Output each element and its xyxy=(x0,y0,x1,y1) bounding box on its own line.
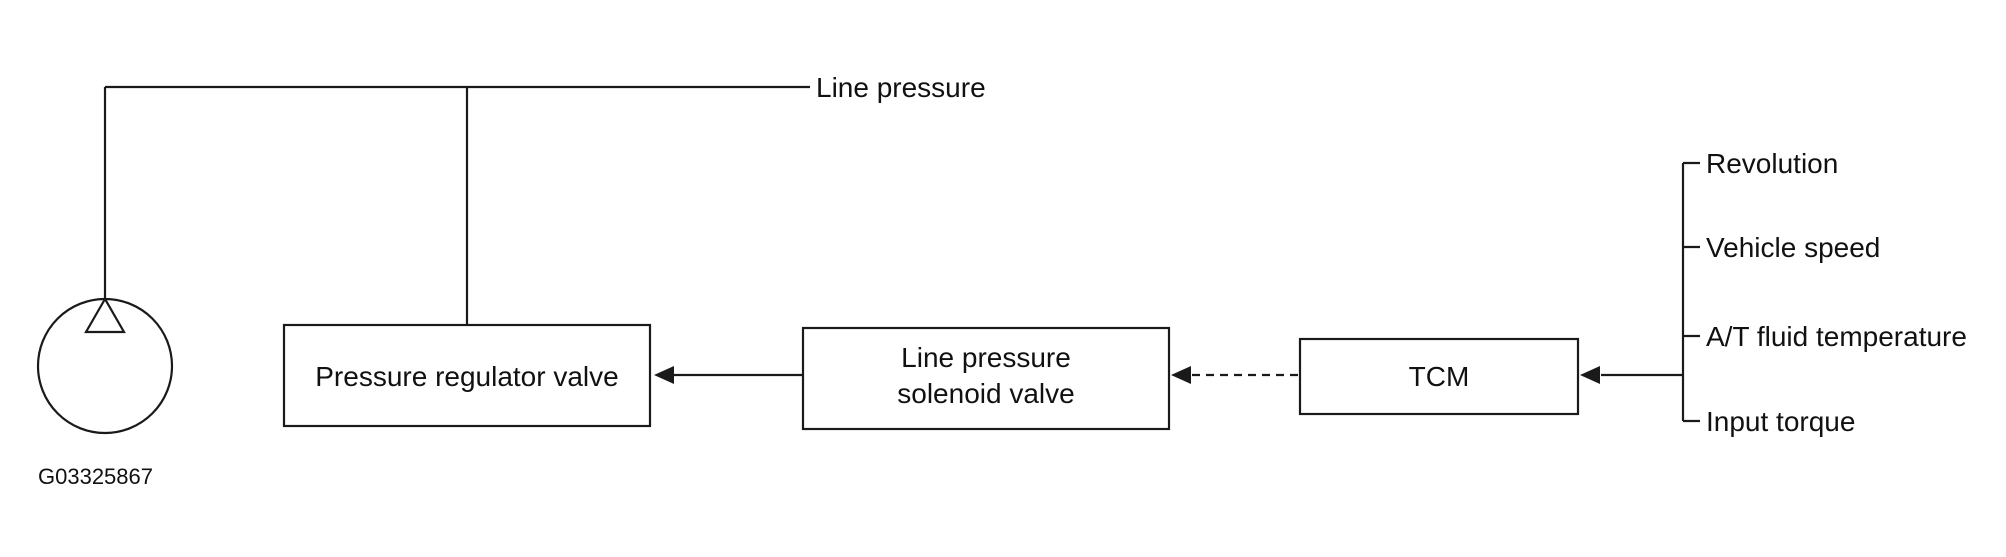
input-label-fluid-temperature: A/T fluid temperature xyxy=(1706,321,1967,352)
figure-code: G03325867 xyxy=(38,464,153,489)
tcm-label: TCM xyxy=(1409,361,1470,392)
oil-pump-symbol xyxy=(36,296,174,435)
tcm-box xyxy=(1298,337,1580,416)
line-pressure-label: Line pressure xyxy=(816,72,986,103)
input-label-vehicle-speed: Vehicle speed xyxy=(1706,232,1880,263)
input-label-input-torque: Input torque xyxy=(1706,406,1855,437)
line-pressure-solenoid-valve-box xyxy=(801,326,1171,431)
tcm-to-solenoid-arrowhead xyxy=(1171,366,1191,384)
solenoid-valve-label-line1: Line pressure xyxy=(901,342,1071,373)
pressure-regulator-valve-label: Pressure regulator valve xyxy=(315,361,618,392)
pump-circle xyxy=(36,297,174,435)
inputs-to-tcm-arrowhead xyxy=(1580,366,1600,384)
solenoid-valve-label-line2: solenoid valve xyxy=(897,378,1074,409)
pressure-regulator-valve-box xyxy=(282,323,652,428)
solenoid-to-regulator-arrowhead xyxy=(654,366,674,384)
line-pressure-wiring xyxy=(103,85,810,325)
pump-triangle xyxy=(84,296,126,334)
input-label-revolution: Revolution xyxy=(1706,148,1838,179)
tcm-input-bus xyxy=(1681,161,1700,423)
